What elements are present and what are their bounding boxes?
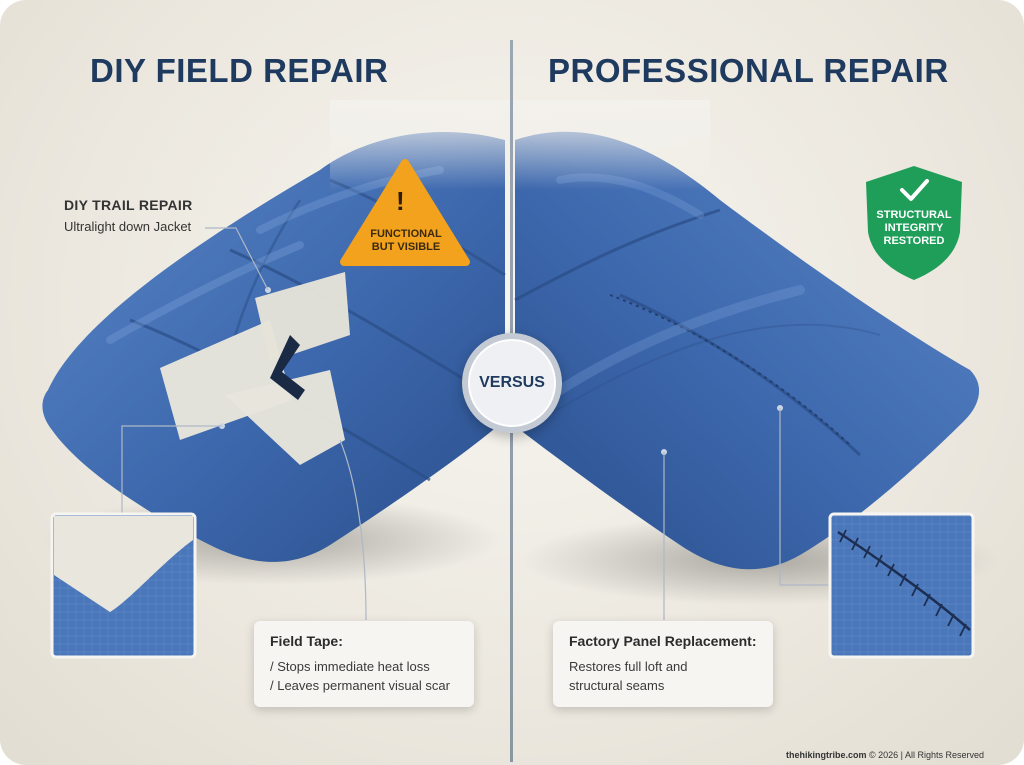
factory-panel-card: Factory Panel Replacement: Restores full… <box>553 621 773 707</box>
professional-title: PROFESSIONAL REPAIR <box>548 52 949 89</box>
field-tape-card: Field Tape: / Stops immediate heat loss … <box>254 621 474 707</box>
shield-badge-text: STRUCTURAL INTEGRITY RESTORED <box>864 209 964 248</box>
warning-line-1: FUNCTIONAL <box>370 228 442 240</box>
diy-label-title: DIY TRAIL REPAIR <box>64 197 193 213</box>
shield-line-1: STRUCTURAL <box>876 209 952 221</box>
diy-zoom-inset <box>50 512 197 659</box>
credit-site: thehikingtribe.com <box>785 750 867 760</box>
field-tape-heading: Field Tape: <box>270 633 343 649</box>
shield-line-3: RESTORED <box>883 235 945 247</box>
professional-jacket-panel <box>514 131 980 620</box>
diy-label-subtitle: Ultralight down Jacket <box>64 219 192 234</box>
credit-rest: © 2026 | All Rights Reserved <box>866 750 984 760</box>
factory-panel-line-2: structural seams <box>569 678 665 693</box>
warning-badge-text: FUNCTIONAL BUT VISIBLE <box>352 228 460 254</box>
shield-line-2: INTEGRITY <box>884 222 944 234</box>
warning-icon <box>340 159 470 266</box>
versus-badge: VERSUS <box>462 333 562 433</box>
diy-title: DIY FIELD REPAIR <box>90 52 389 89</box>
versus-text: VERSUS <box>479 374 545 391</box>
field-tape-line-2: / Leaves permanent visual scar <box>270 678 450 693</box>
field-tape-line-1: / Stops immediate heat loss <box>270 659 430 674</box>
professional-zoom-inset <box>828 512 975 659</box>
warning-line-2: BUT VISIBLE <box>371 241 441 253</box>
copyright-credit: thehikingtribe.com © 2026 | All Rights R… <box>786 750 984 760</box>
factory-panel-line-1: Restores full loft and <box>569 659 688 674</box>
shield-check-icon <box>866 166 962 280</box>
warning-exclamation: ! <box>396 186 405 216</box>
factory-panel-heading: Factory Panel Replacement: <box>569 633 757 649</box>
